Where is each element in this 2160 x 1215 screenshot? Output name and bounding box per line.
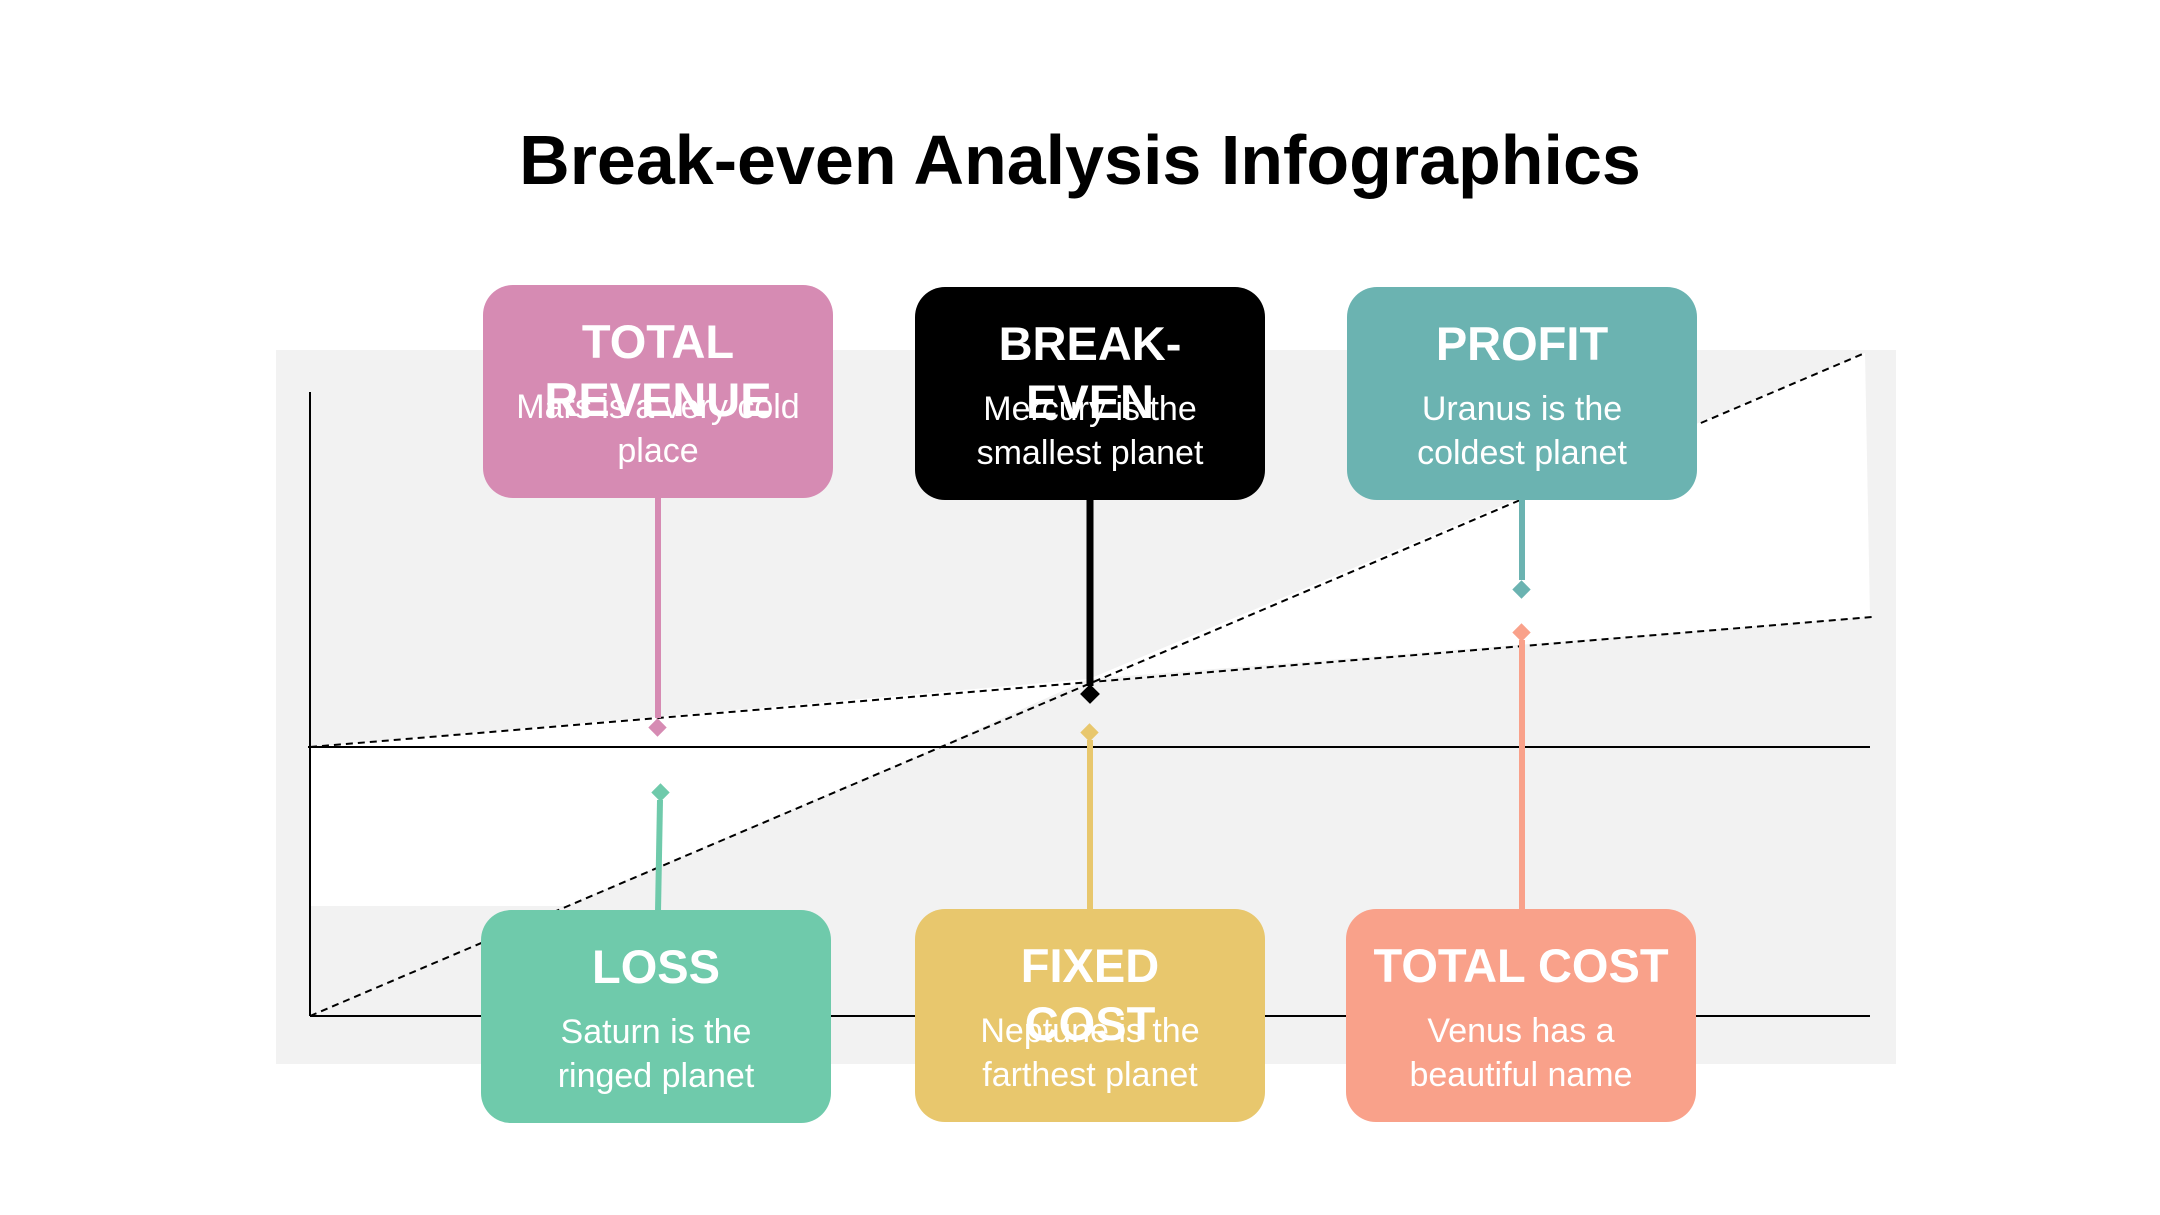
card-total-revenue: TOTAL REVENUE Mars is a very cold place [483,285,833,498]
marker-total-revenue [648,718,667,737]
card-description: Saturn is the ringed planet [557,1013,755,1095]
marker-loss [651,783,670,802]
card-total-cost: TOTAL COST Venus has a beautiful name [1346,909,1696,1122]
marker-break-even [1080,684,1100,704]
card-description: Mercury is the smallest planet [976,390,1204,472]
card-fixed-cost: FIXED COST Neptune is the farthest plane… [915,909,1265,1122]
page-title: Break-even Analysis Infographics [519,121,1641,199]
card-break-even: BREAK-EVEN Mercury is the smallest plane… [915,287,1265,500]
card-title: FIXED COST [1020,939,1160,1050]
card-profit: PROFIT Uranus is the coldest planet [1347,287,1697,500]
card-loss: LOSS Saturn is the ringed planet [481,910,831,1123]
card-title: PROFIT [1435,317,1609,370]
marker-fixed-cost [1080,723,1099,742]
marker-profit [1512,580,1531,599]
card-description: Uranus is the coldest planet [1417,390,1627,472]
connector-loss [655,799,663,913]
loss-region-lower [310,747,938,906]
card-description: Neptune is the farthest planet [980,1012,1200,1094]
card-title: TOTAL COST [1373,939,1669,992]
card-description: Mars is a very cold place [516,388,800,470]
card-title: TOTAL REVENUE [544,315,772,426]
card-title: BREAK-EVEN [998,317,1182,428]
marker-total-cost [1512,623,1531,642]
card-title: LOSS [592,940,720,993]
card-description: Venus has a beautiful name [1409,1012,1633,1094]
